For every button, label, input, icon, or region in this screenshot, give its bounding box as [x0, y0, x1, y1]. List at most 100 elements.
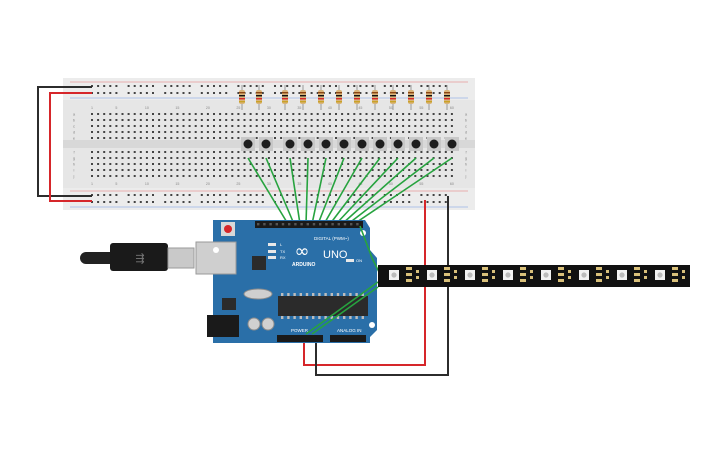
breadboard-hole[interactable] — [103, 119, 106, 121]
breadboard-hole[interactable] — [97, 137, 100, 139]
breadboard-hole[interactable] — [414, 131, 417, 133]
breadboard-hole[interactable] — [182, 137, 185, 139]
breadboard-hole[interactable] — [396, 85, 398, 87]
breadboard-hole[interactable] — [353, 113, 356, 115]
breadboard-hole[interactable] — [182, 151, 185, 153]
breadboard-hole[interactable] — [286, 131, 289, 133]
breadboard-hole[interactable] — [347, 113, 350, 115]
breadboard-hole[interactable] — [261, 175, 264, 177]
breadboard-hole[interactable] — [127, 151, 130, 153]
breadboard-hole[interactable] — [426, 169, 429, 171]
breadboard-hole[interactable] — [438, 151, 441, 153]
breadboard-hole[interactable] — [139, 119, 142, 121]
breadboard-hole[interactable] — [249, 157, 252, 159]
breadboard-hole[interactable] — [213, 131, 215, 133]
breadboard-hole[interactable] — [280, 131, 283, 133]
breadboard-hole[interactable] — [206, 157, 209, 159]
breadboard-hole[interactable] — [225, 201, 228, 203]
breadboard-hole[interactable] — [328, 163, 331, 165]
breadboard-hole[interactable] — [103, 175, 106, 177]
breadboard-hole[interactable] — [200, 163, 203, 165]
breadboard-hole[interactable] — [200, 92, 203, 94]
breadboard-hole[interactable] — [335, 175, 337, 177]
breadboard-hole[interactable] — [426, 151, 429, 153]
breadboard-hole[interactable] — [444, 201, 447, 203]
breadboard-hole[interactable] — [450, 175, 453, 177]
breadboard-hole[interactable] — [383, 92, 386, 94]
breadboard-hole[interactable] — [206, 125, 209, 127]
breadboard-hole[interactable] — [115, 119, 118, 121]
breadboard-hole[interactable] — [389, 163, 392, 165]
breadboard-hole[interactable] — [200, 113, 203, 115]
breadboard-hole[interactable] — [206, 175, 209, 177]
breadboard-hole[interactable] — [365, 119, 368, 121]
breadboard-hole[interactable] — [316, 201, 319, 203]
breadboard-hole[interactable] — [450, 125, 453, 127]
breadboard-hole[interactable] — [103, 163, 106, 165]
breadboard-hole[interactable] — [304, 175, 307, 177]
breadboard-hole[interactable] — [243, 157, 246, 159]
breadboard-hole[interactable] — [414, 151, 417, 153]
breadboard-hole[interactable] — [274, 151, 276, 153]
breadboard-hole[interactable] — [127, 175, 130, 177]
breadboard-hole[interactable] — [444, 157, 447, 159]
breadboard-hole[interactable] — [170, 92, 173, 94]
breadboard-hole[interactable] — [444, 194, 447, 196]
breadboard-hole[interactable] — [219, 131, 222, 133]
breadboard-hole[interactable] — [353, 163, 356, 165]
breadboard-hole[interactable] — [353, 157, 356, 159]
signal-wire[interactable] — [323, 157, 363, 225]
breadboard-hole[interactable] — [322, 131, 325, 133]
breadboard-hole[interactable] — [243, 201, 246, 203]
breadboard-hole[interactable] — [115, 175, 118, 177]
breadboard-hole[interactable] — [145, 113, 148, 115]
signal-wire[interactable] — [311, 157, 327, 225]
breadboard-hole[interactable] — [286, 163, 289, 165]
breadboard-hole[interactable] — [444, 131, 447, 133]
breadboard-hole[interactable] — [158, 113, 161, 115]
breadboard-hole[interactable] — [115, 163, 118, 165]
breadboard-hole[interactable] — [292, 169, 295, 171]
breadboard-hole[interactable] — [353, 151, 356, 153]
breadboard-hole[interactable] — [121, 175, 124, 177]
breadboard-hole[interactable] — [213, 169, 215, 171]
breadboard-hole[interactable] — [164, 157, 167, 159]
breadboard-hole[interactable] — [426, 113, 429, 115]
breadboard-hole[interactable] — [298, 119, 301, 121]
breadboard-hole[interactable] — [322, 194, 325, 196]
breadboard-hole[interactable] — [286, 113, 289, 115]
breadboard-hole[interactable] — [164, 194, 167, 196]
breadboard-hole[interactable] — [371, 157, 374, 159]
breadboard-hole[interactable] — [341, 151, 344, 153]
breadboard-hole[interactable] — [139, 194, 142, 196]
usb-cable[interactable]: ⇶ — [80, 243, 195, 271]
breadboard-hole[interactable] — [328, 125, 331, 127]
breadboard-hole[interactable] — [304, 131, 307, 133]
breadboard-hole[interactable] — [347, 131, 350, 133]
breadboard-hole[interactable] — [109, 113, 112, 115]
breadboard-hole[interactable] — [310, 92, 313, 94]
breadboard-hole[interactable] — [219, 125, 222, 127]
breadboard-hole[interactable] — [438, 131, 441, 133]
breadboard-hole[interactable] — [359, 125, 362, 127]
breadboard-hole[interactable] — [438, 169, 441, 171]
breadboard-hole[interactable] — [402, 151, 405, 153]
signal-wire[interactable] — [347, 157, 435, 225]
usb-b-port[interactable] — [195, 241, 237, 275]
breadboard-hole[interactable] — [383, 85, 386, 87]
breadboard-hole[interactable] — [304, 163, 307, 165]
breadboard-hole[interactable] — [133, 157, 136, 159]
breadboard-hole[interactable] — [103, 194, 106, 196]
breadboard-hole[interactable] — [426, 85, 429, 87]
breadboard-hole[interactable] — [396, 163, 398, 165]
breadboard-hole[interactable] — [420, 163, 423, 165]
breadboard-hole[interactable] — [194, 137, 197, 139]
breadboard-hole[interactable] — [444, 169, 447, 171]
breadboard-hole[interactable] — [158, 151, 161, 153]
breadboard-hole[interactable] — [188, 169, 191, 171]
breadboard-hole[interactable] — [420, 175, 423, 177]
breadboard-hole[interactable] — [139, 175, 142, 177]
breadboard-hole[interactable] — [164, 85, 167, 87]
signal-wire[interactable] — [335, 157, 399, 225]
breadboard-hole[interactable] — [328, 131, 331, 133]
